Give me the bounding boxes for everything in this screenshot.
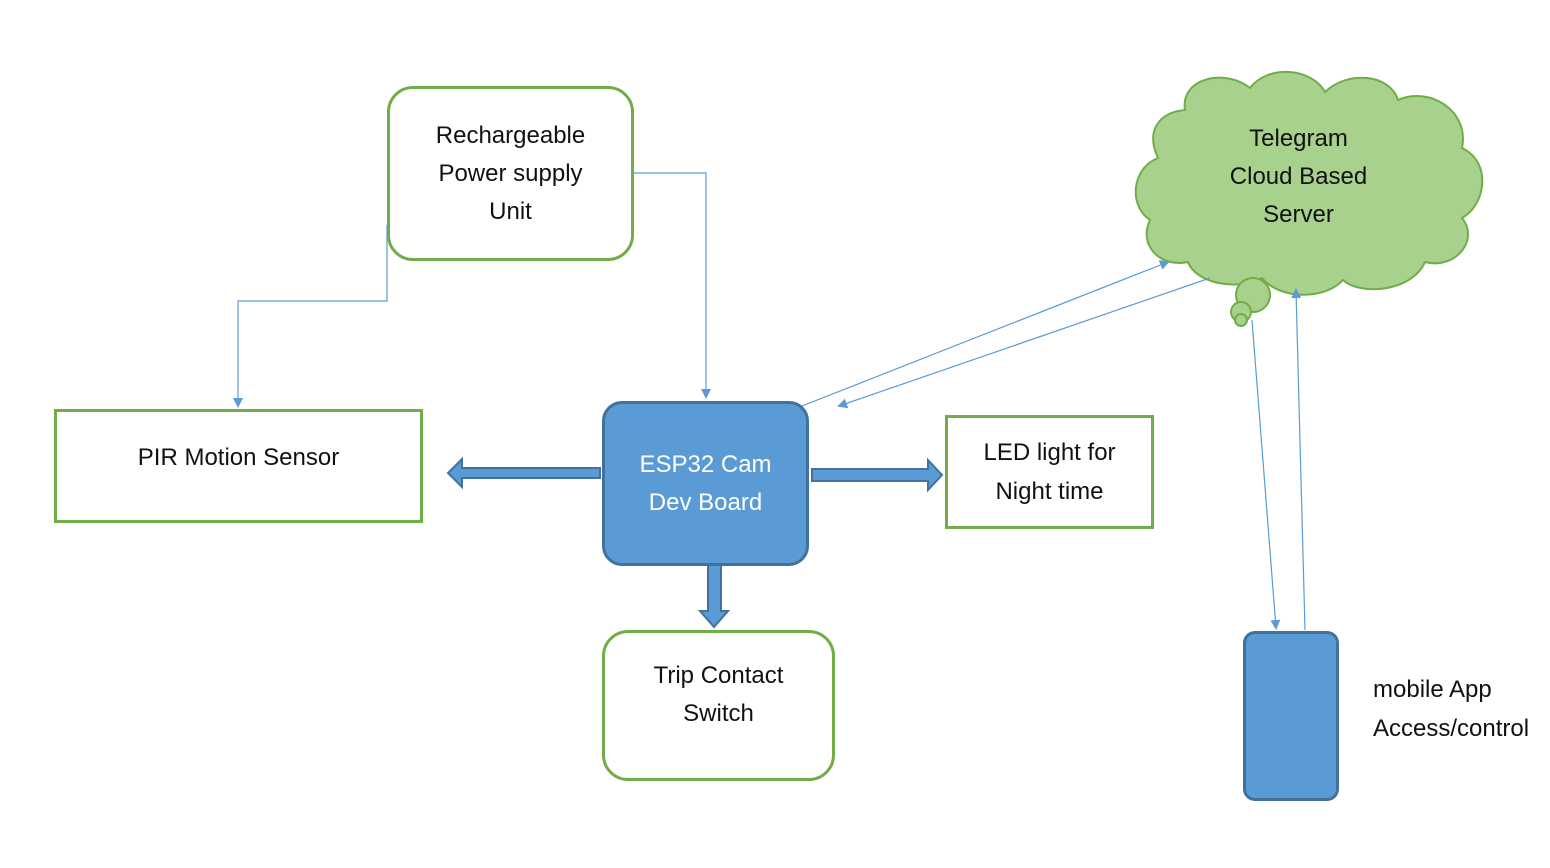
power-to-esp32-connector [634, 172, 711, 399]
esp32-to-led-block-arrow [811, 457, 944, 493]
esp32-to-pir-block-arrow [446, 456, 601, 490]
power-supply-box: Rechargeable Power supply Unit [387, 86, 634, 261]
cloud-to-mobile-connector [1251, 319, 1281, 630]
mobile-app-label: mobile App Access/control [1373, 676, 1530, 742]
mobile-phone-icon [1243, 631, 1339, 801]
led-light-box: LED light for Night time [945, 415, 1154, 529]
trip-contact-switch-box: Trip Contact Switch [602, 630, 835, 781]
pir-motion-sensor-box: PIR Motion Sensor [54, 409, 423, 523]
telegram-cloud-server-label: Telegram Cloud Based Server [1229, 125, 1368, 228]
esp32-to-trip-switch-block-arrow [697, 564, 731, 629]
mobile-to-cloud-connector [1291, 288, 1306, 631]
cloud-to-esp32-connector [837, 277, 1211, 409]
esp32-to-cloud-connector [801, 260, 1170, 407]
power-to-pir-connector [233, 225, 388, 408]
esp32-cam-box: ESP32 Cam Dev Board [602, 401, 809, 566]
cloud-icon [1134, 70, 1484, 327]
